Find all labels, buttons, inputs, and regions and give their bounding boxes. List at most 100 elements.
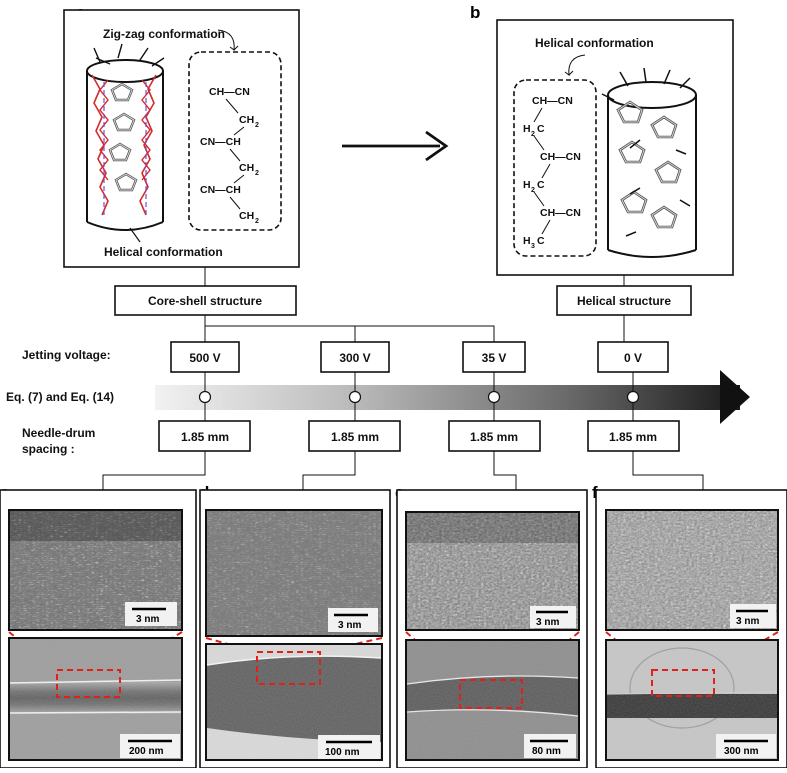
- jetting-voltage-label: Jetting voltage:: [22, 348, 111, 362]
- spacing-box: [448, 420, 541, 452]
- chem-a-line-5: CN—CH: [200, 184, 241, 196]
- panel-b-chem-box: [513, 79, 597, 257]
- equation-label: Eq. (7) and Eq. (14): [6, 390, 114, 404]
- panel-e-zoom-region: [459, 679, 523, 709]
- micrograph-panel-e: 3 nm 80 nm: [396, 489, 588, 769]
- voltage-value: 0 V: [624, 351, 642, 365]
- panel-c-scale-top-bg: [125, 602, 177, 626]
- panel-f-scale-top-bg: [730, 604, 776, 628]
- condition-marker: [626, 390, 640, 404]
- core-shell-cylinder: [86, 43, 165, 231]
- condition-columns: 500 V 1.85 mm 300 V 1.85 mm 35 V 1.85 mm…: [158, 341, 680, 452]
- panel-f-zoom-region: [651, 669, 715, 697]
- gradient-arrow: [155, 370, 750, 424]
- panel-b-frame: [496, 19, 734, 276]
- needle-drum-label-2: spacing :: [22, 442, 75, 456]
- branch-connectors: [204, 315, 625, 342]
- panel-d-scale-top: 3 nm: [338, 620, 361, 631]
- panel-e-scale-top: 3 nm: [536, 617, 559, 628]
- core-shell-label: Core-shell structure: [148, 294, 262, 308]
- voltage-value: 500 V: [189, 351, 220, 365]
- panel-b-helical-label: Helical conformation: [535, 36, 654, 50]
- condition-marker: [487, 390, 501, 404]
- chem-b-line-6: H: [523, 235, 531, 247]
- panel-a-chem-structure: CH—CN CH 2 CN—CH CH 2 CN—CH CH 2: [200, 86, 259, 225]
- condition-marker: [198, 390, 212, 404]
- core-shell-box: [114, 285, 297, 316]
- chem-b-line-4: H: [523, 179, 531, 191]
- panel-d-scale-bottom: 100 nm: [325, 747, 360, 758]
- voltage-box: [170, 341, 240, 373]
- zigzag-callout-arrow: [217, 29, 239, 51]
- panel-a-schematic: Zig-zag conformation CH—CN CH 2 CN—CH CH: [63, 9, 300, 268]
- panel-letter-b: b: [470, 3, 480, 22]
- micrograph-panel-c: 3 nm 200 nm: [0, 489, 197, 769]
- chem-b-sub-2: 2: [531, 187, 535, 194]
- chem-b-line-3: CH—CN: [540, 151, 581, 163]
- connector-to-panel-e: [493, 451, 517, 490]
- voltage-value: 35 V: [482, 351, 507, 365]
- condition-marker: [348, 390, 362, 404]
- chem-a-line-2: CH: [239, 114, 254, 126]
- spacing-value: 1.85 mm: [181, 430, 229, 444]
- chem-b-line-2: H: [523, 123, 531, 135]
- voltage-value: 300 V: [339, 351, 370, 365]
- panel-f-scale-top: 3 nm: [736, 616, 759, 627]
- panel-a-chem-box: [188, 51, 282, 231]
- panel-c-scale-bottom-bg: [120, 734, 180, 758]
- panel-e-scale-bottom: 80 nm: [532, 746, 561, 757]
- needle-drum-label-1: Needle-drum: [22, 426, 95, 440]
- helical-cylinder: [601, 67, 697, 258]
- spacing-value: 1.85 mm: [331, 430, 379, 444]
- transition-arrow: [342, 130, 449, 162]
- voltage-box: [462, 341, 526, 373]
- chem-a-sub-3: 2: [255, 218, 259, 225]
- chem-b-tail-1: C: [537, 123, 545, 135]
- chem-a-line-1: CH—CN: [209, 86, 250, 98]
- chem-b-tail-3: C: [537, 235, 545, 247]
- panel-d-scale-bottom-bg: [318, 735, 380, 759]
- panel-c-scale-top: 3 nm: [136, 614, 159, 625]
- panel-c-zoom-region: [56, 669, 121, 698]
- chem-b-sub-3: 3: [531, 243, 535, 250]
- panel-d-scale-top-bg: [328, 608, 378, 632]
- helical-structure-box: [556, 285, 692, 316]
- chem-a-line-4: CH: [239, 162, 254, 174]
- spacing-value: 1.85 mm: [609, 430, 657, 444]
- panel-b-chem-structure: CH—CN H 2 C CH—CN H 2 C CH—CN H 3 C: [523, 95, 581, 250]
- panel-d-zoom-region: [256, 651, 321, 685]
- panel-f-scale-bottom-bg: [716, 734, 776, 758]
- helical-callout-line: [129, 227, 141, 243]
- connector-to-panel-c: [102, 451, 206, 490]
- panel-a-frame: [63, 9, 300, 268]
- panel-f-scale-bottom: 300 nm: [724, 746, 759, 757]
- panel-letter-f: f: [592, 483, 598, 502]
- panel-a-helical-label: Helical conformation: [104, 245, 223, 259]
- micrograph-panel-d: 3 nm 100 nm: [199, 489, 391, 769]
- panel-e-scale-bottom-bg: [524, 734, 576, 758]
- chem-a-sub-2: 2: [255, 170, 259, 177]
- zigzag-label: Zig-zag conformation: [103, 27, 225, 41]
- connector-to-panel-f: [632, 451, 704, 490]
- panel-b-callout-arrow: [564, 54, 586, 77]
- condition-column: 500 V 1.85 mm: [158, 341, 251, 452]
- chem-b-line-5: CH—CN: [540, 207, 581, 219]
- connector-to-panel-d: [302, 451, 356, 490]
- chem-b-tail-2: C: [537, 179, 545, 191]
- condition-column: 35 V 1.85 mm: [448, 341, 541, 452]
- spacing-box: [158, 420, 251, 452]
- chem-b-sub-1: 2: [531, 131, 535, 138]
- panel-b-schematic: Helical conformation CH—CN H 2 C CH—CN H…: [496, 19, 734, 276]
- chem-a-line-3: CN—CH: [200, 136, 241, 148]
- panel-c-scale-bottom: 200 nm: [129, 746, 164, 757]
- condition-column: 0 V 1.85 mm: [587, 341, 680, 452]
- condition-column: 300 V 1.85 mm: [308, 341, 401, 452]
- chem-a-line-6: CH: [239, 210, 254, 222]
- chem-b-line-1: CH—CN: [532, 95, 573, 107]
- spacing-value: 1.85 mm: [470, 430, 518, 444]
- micrograph-panel-f: 3 nm 300 nm: [595, 489, 787, 769]
- helical-structure-label: Helical structure: [577, 294, 671, 308]
- chem-a-sub-1: 2: [255, 122, 259, 129]
